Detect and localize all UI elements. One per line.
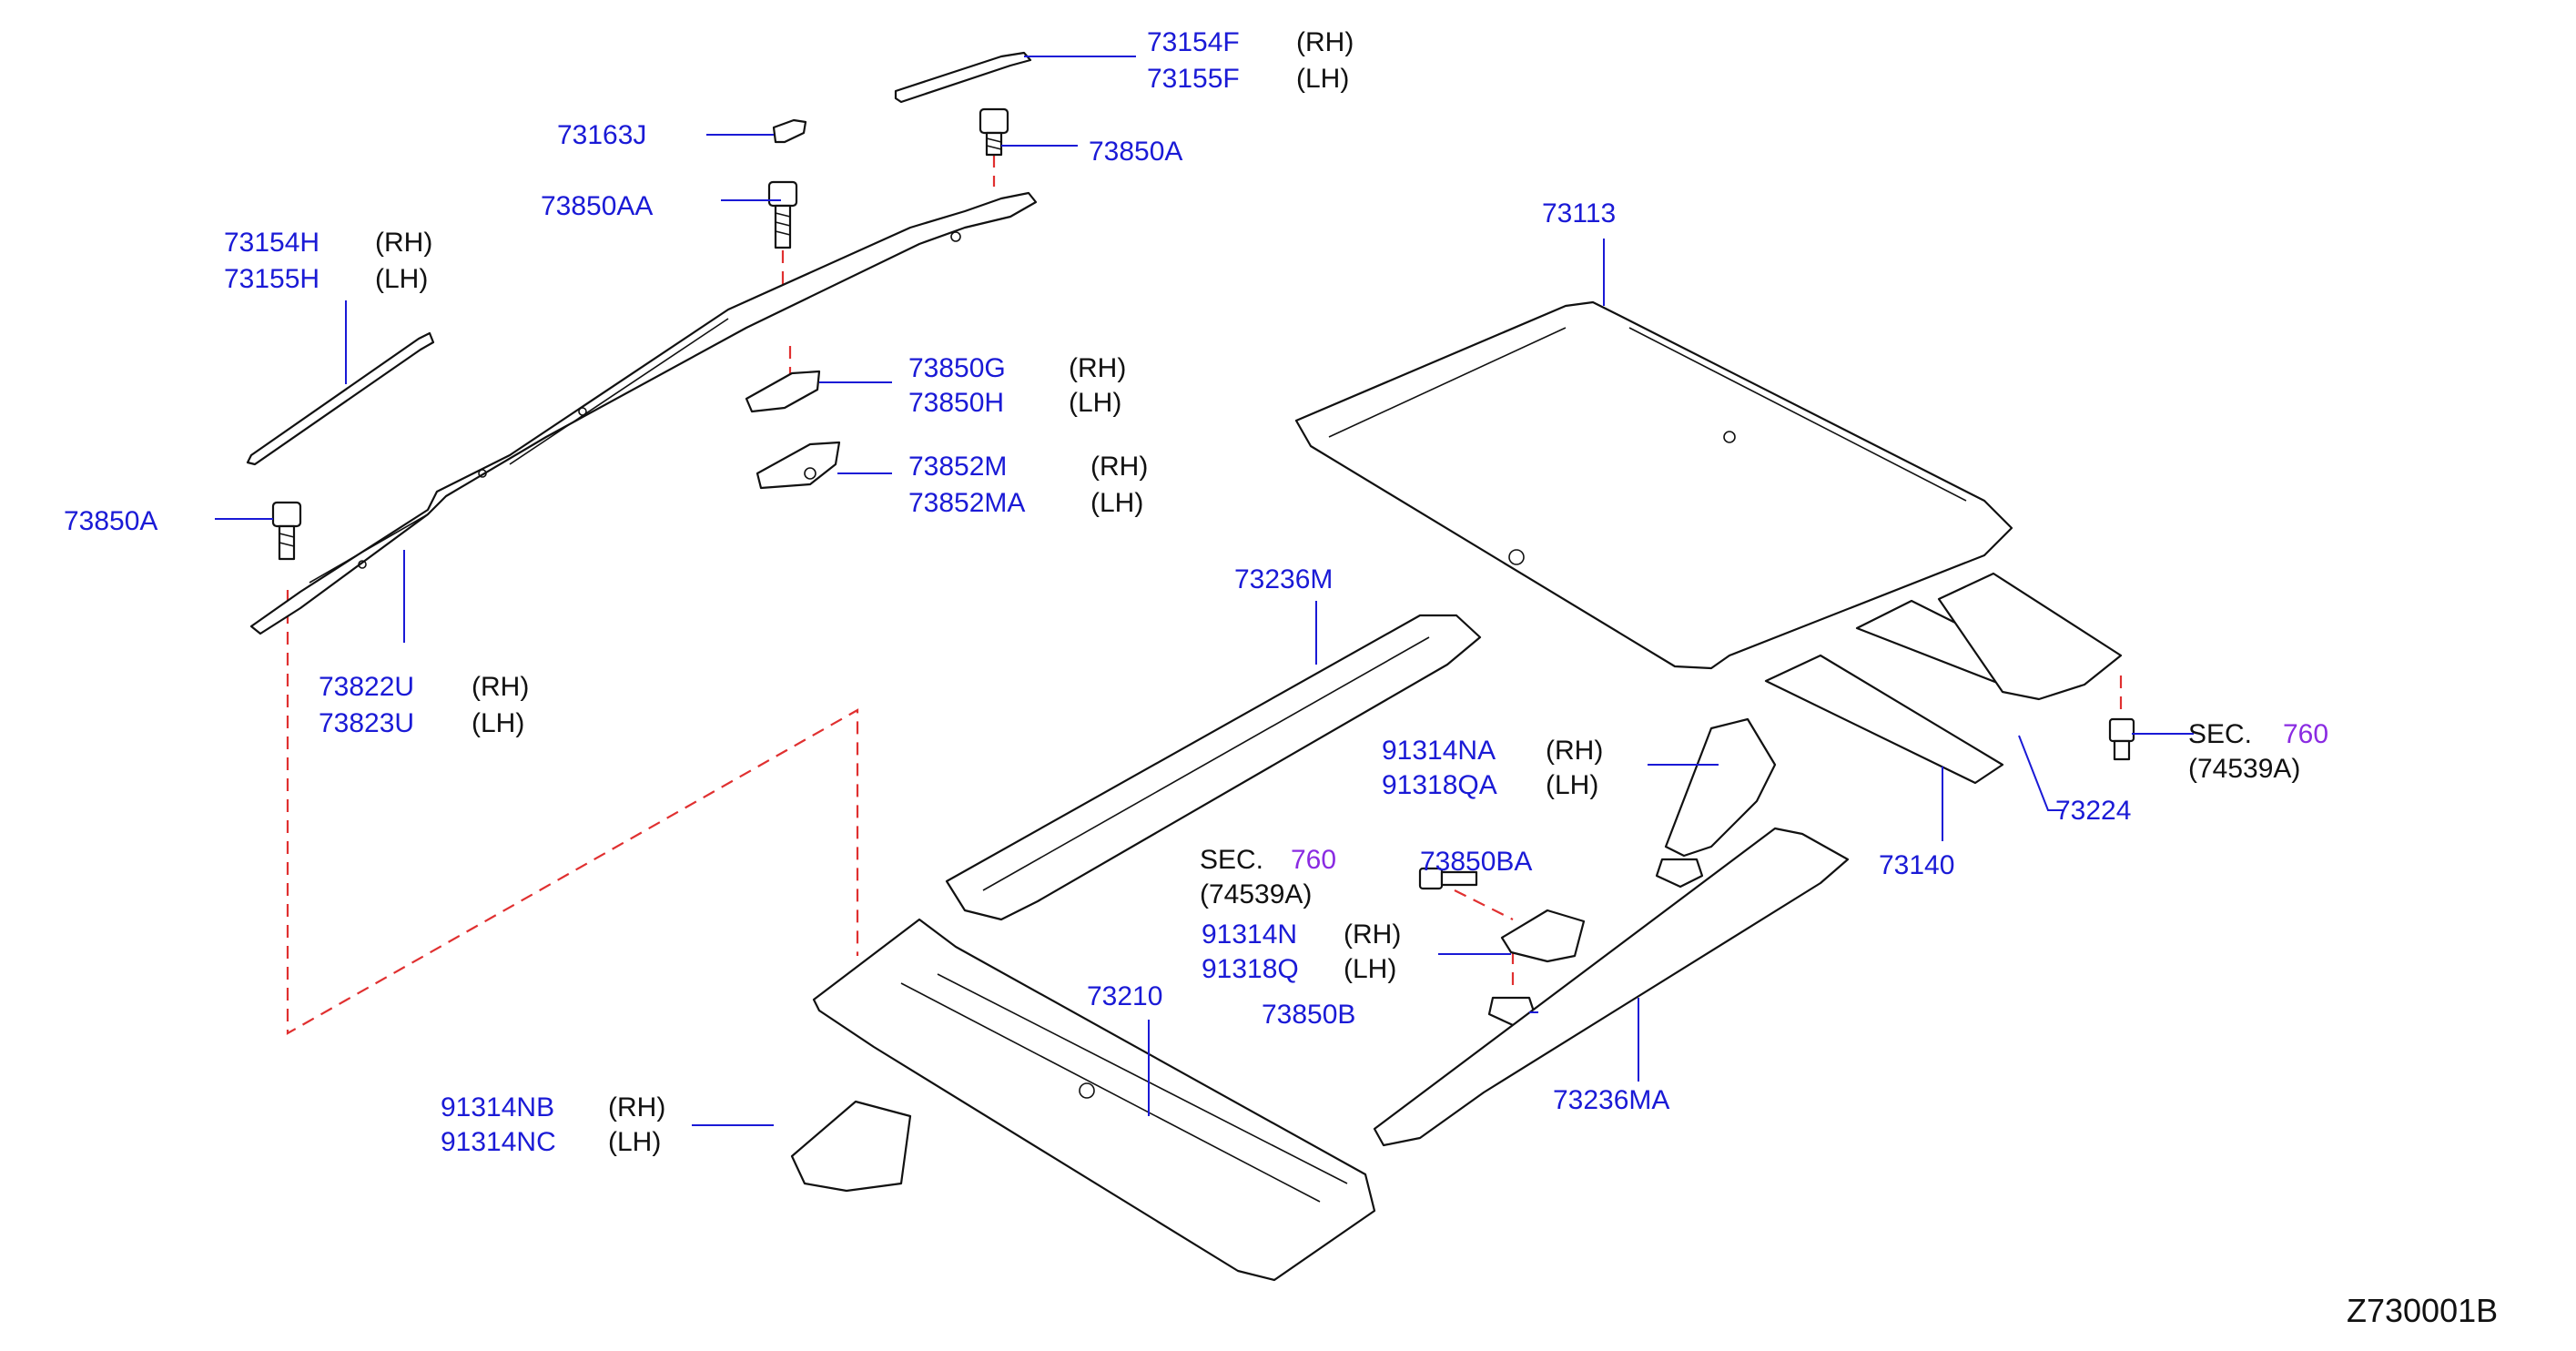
sec-number: 760 — [2283, 719, 2328, 749]
part-number: 73154F — [1147, 27, 1240, 57]
part-number: 73210 — [1087, 981, 1162, 1011]
diagram-code: Z730001B — [2347, 1292, 2498, 1329]
side-rh: (RH) — [1344, 919, 1401, 950]
part-number: 73163J — [557, 120, 646, 150]
side-rh: (RH) — [1296, 27, 1354, 57]
roof-bow-rear — [1764, 572, 2123, 785]
part-number: 73850A — [1089, 137, 1182, 167]
part-number: 73155H — [224, 264, 319, 294]
side-lh: (LH) — [472, 708, 524, 738]
part-number: 73224 — [2055, 796, 2131, 826]
part-number: 73236M — [1234, 564, 1333, 594]
side-lh: (LH) — [1069, 388, 1121, 418]
side-rh: (RH) — [375, 228, 432, 258]
sec-word: SEC. — [1200, 845, 1263, 875]
label-73154F: 73154F (RH) 73155F (LH) — [1147, 27, 1354, 94]
label-73822U: 73822U (RH) 73823U (LH) — [319, 672, 529, 738]
rail-clip — [745, 370, 821, 413]
part-number: 73850A — [64, 506, 157, 536]
side-lh: (LH) — [1344, 954, 1396, 984]
part-number: 91314NC — [441, 1127, 556, 1157]
side-lh: (LH) — [1546, 770, 1598, 800]
part-number: 73850H — [908, 388, 1004, 418]
side-rh: (RH) — [472, 672, 529, 702]
side-lh: (LH) — [375, 264, 428, 294]
bolt-sec-760-center — [1418, 867, 1478, 890]
roof-bracket-91314N — [1500, 909, 1586, 963]
roof-bow-front — [945, 614, 1482, 921]
label-91314NA: 91314NA (RH) 91318QA (LH) — [1382, 736, 1603, 800]
sec-part: (74539A) — [1200, 879, 1312, 909]
label-91314N: 91314N (RH) 91318Q (LH) — [1202, 919, 1401, 984]
part-number: 91318Q — [1202, 954, 1299, 984]
part-number: 73236MA — [1553, 1085, 1669, 1115]
part-number: 91314NB — [441, 1092, 554, 1122]
side-lh: (LH) — [1296, 64, 1349, 94]
roof-rail-molding-rear — [246, 331, 435, 466]
part-number: 73850G — [908, 353, 1006, 383]
rail-bracket — [756, 441, 841, 490]
part-number: 73850BA — [1420, 847, 1532, 877]
side-rh: (RH) — [608, 1092, 665, 1122]
label-73154H: 73154H (RH) 73155H (LH) — [224, 228, 432, 294]
part-number: 73140 — [1879, 850, 1954, 880]
part-number: 73113 — [1542, 198, 1616, 229]
bolt-73850A-left — [271, 501, 302, 561]
front-roof-header — [812, 918, 1376, 1282]
side-rh: (RH) — [1090, 452, 1148, 482]
side-lh: (LH) — [608, 1127, 661, 1157]
sec-part: (74539A) — [2188, 754, 2300, 784]
part-number: 73850B — [1262, 1000, 1355, 1030]
side-lh: (LH) — [1090, 488, 1143, 518]
part-number: 91314N — [1202, 919, 1297, 950]
side-rh: (RH) — [1546, 736, 1603, 766]
roof-bracket-91314NB — [790, 1100, 912, 1193]
part-number: 73852M — [908, 452, 1007, 482]
bolt-73850AA — [767, 180, 798, 249]
label-73850G: 73850G (RH) 73850H (LH) — [908, 353, 1126, 418]
side-roof-rail — [249, 191, 1038, 635]
roof-bow-73236MA — [1373, 827, 1850, 1147]
side-rh: (RH) — [1069, 353, 1126, 383]
part-number: 73155F — [1147, 64, 1240, 94]
part-number: 73823U — [319, 708, 414, 738]
part-number: 73852MA — [908, 488, 1025, 518]
roof-panel — [1294, 300, 2013, 670]
label-91314NB: 91314NB (RH) 91314NC (LH) — [441, 1092, 665, 1157]
sec-number: 760 — [1291, 845, 1336, 875]
roof-bracket-91314NA — [1664, 717, 1777, 858]
label-73852M: 73852M (RH) 73852MA (LH) — [908, 452, 1148, 518]
sec-ref-center: SEC. 760 (74539A) — [1200, 845, 1336, 909]
nut-73850BA — [1655, 858, 1704, 889]
sec-word: SEC. — [2188, 719, 2252, 749]
part-number: 73154H — [224, 228, 319, 258]
part-number: 91314NA — [1382, 736, 1496, 766]
part-number: 91318QA — [1382, 770, 1497, 800]
part-number: 73822U — [319, 672, 414, 702]
sec-ref-right: SEC. 760 (74539A) — [2188, 719, 2328, 784]
leader-lines — [215, 56, 2194, 1126]
bolt-sec-760-right — [2108, 717, 2135, 761]
roof-rail-molding-front — [894, 51, 1032, 104]
part-number: 73850AA — [541, 191, 653, 221]
bolt-73850A-top — [979, 107, 1009, 157]
rail-end-cap — [772, 118, 807, 144]
assembly-dashed-links — [286, 155, 2123, 1035]
